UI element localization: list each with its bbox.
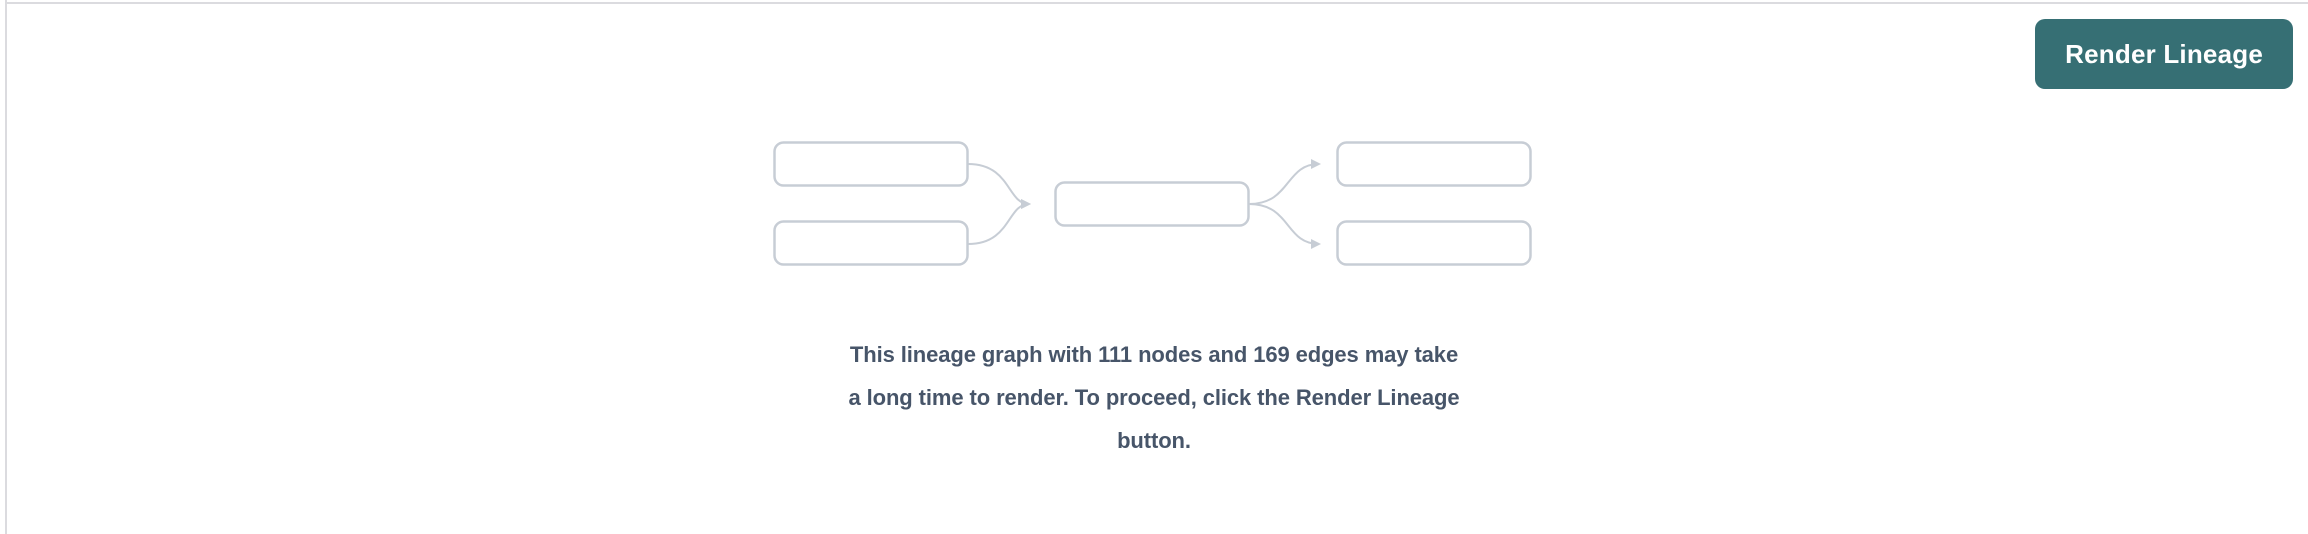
graph-node-top-right (1336, 141, 1532, 187)
pane-left-divider (5, 0, 7, 534)
pane-top-divider (5, 2, 2308, 4)
render-warning-line-3: button. (1117, 428, 1191, 453)
lineage-graph-placeholder-icon (773, 141, 1532, 266)
render-warning-line-2: a long time to render. To proceed, click… (848, 385, 1460, 410)
graph-node-top-left (773, 141, 969, 187)
graph-edge-middle-to-bottomright (1248, 203, 1321, 249)
graph-node-bottom-left (773, 220, 969, 266)
placeholder-content: This lineage graph with 111 nodes and 16… (773, 141, 1532, 462)
graph-edge-bottomleft-to-middle (967, 199, 1031, 245)
render-warning-message: This lineage graph with 111 nodes and 16… (848, 333, 1459, 462)
graph-edge-topleft-to-middle (967, 163, 1031, 209)
graph-edge-middle-to-topright (1248, 159, 1321, 205)
render-warning-line-1: This lineage graph with 111 nodes and 16… (849, 342, 1459, 367)
graph-node-middle (1054, 181, 1250, 227)
render-lineage-button[interactable]: Render Lineage (2035, 19, 2293, 89)
graph-node-bottom-right (1336, 220, 1532, 266)
